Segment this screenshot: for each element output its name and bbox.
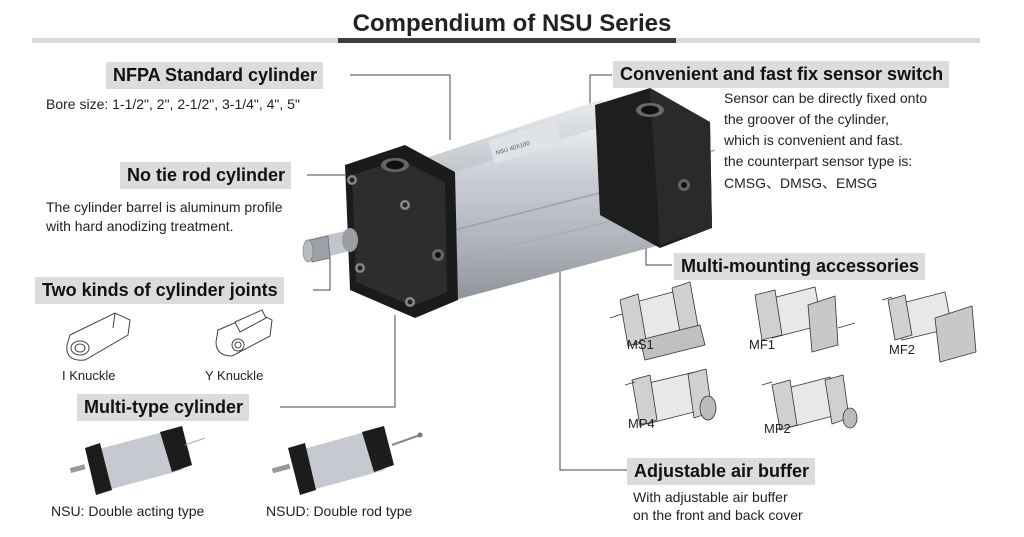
barrel-desc-line-1: The cylinder barrel is aluminum profile: [46, 199, 283, 215]
mf2-label: MF2: [889, 342, 915, 357]
multi-type-tag: Multi-type cylinder: [77, 394, 250, 421]
y-knuckle-icon: [215, 309, 273, 357]
sensor-desc-line-3: which is convenient and fast.: [724, 132, 903, 148]
mf1-label: MF1: [749, 337, 775, 352]
mp4-label: MP4: [628, 416, 655, 431]
mp2-label: MP2: [764, 421, 791, 436]
mf2-accessory-image: [881, 291, 977, 363]
buffer-desc-line-2: on the front and back cover: [633, 507, 803, 523]
nfpa-standard-tag: NFPA Standard cylinder: [106, 62, 324, 89]
air-buffer-tag: Adjustable air buffer: [627, 458, 816, 485]
bore-size-text: Bore size: 1-1/2", 2", 2-1/2", 3-1/4", 4…: [46, 96, 300, 112]
nsu-double-acting-image: [69, 426, 206, 495]
cylinder-joints-tag: Two kinds of cylinder joints: [35, 277, 284, 304]
barrel-desc-line-2: with hard anodizing treatment.: [46, 218, 234, 234]
page-title: Compendium of NSU Series: [352, 10, 672, 37]
i-knuckle-label: I Knuckle: [62, 368, 116, 383]
nsud-double-rod-image: [271, 426, 423, 495]
sensor-desc-line-2: the groover of the cylinder,: [724, 111, 889, 127]
ms1-accessory-image: [609, 281, 706, 361]
nsud-label: NSUD: Double rod type: [266, 503, 413, 519]
title-underline-dark: [338, 38, 676, 43]
sensor-types-text: CMSG、DMSG、EMSG: [724, 175, 878, 191]
y-knuckle-label: Y Knuckle: [205, 368, 264, 383]
sensor-desc-line-1: Sensor can be directly fixed onto: [724, 90, 928, 106]
i-knuckle-icon: [66, 312, 131, 361]
mp4-accessory-image: [624, 368, 717, 427]
mounting-accessories-tag: Multi-mounting accessories: [674, 253, 926, 280]
nsu-label: NSU: Double acting type: [51, 503, 205, 519]
ms1-label: MS1: [627, 337, 654, 352]
no-tie-rod-tag: No tie rod cylinder: [120, 162, 292, 189]
nsu-cylinder: NSU 40X100: [302, 88, 716, 318]
mf1-accessory-image: [754, 286, 856, 353]
sensor-desc-line-4: the counterpart sensor type is:: [724, 153, 913, 169]
buffer-desc-line-1: With adjustable air buffer: [633, 489, 788, 505]
sensor-switch-tag: Convenient and fast fix sensor switch: [613, 61, 950, 88]
mp2-accessory-image: [761, 374, 858, 431]
